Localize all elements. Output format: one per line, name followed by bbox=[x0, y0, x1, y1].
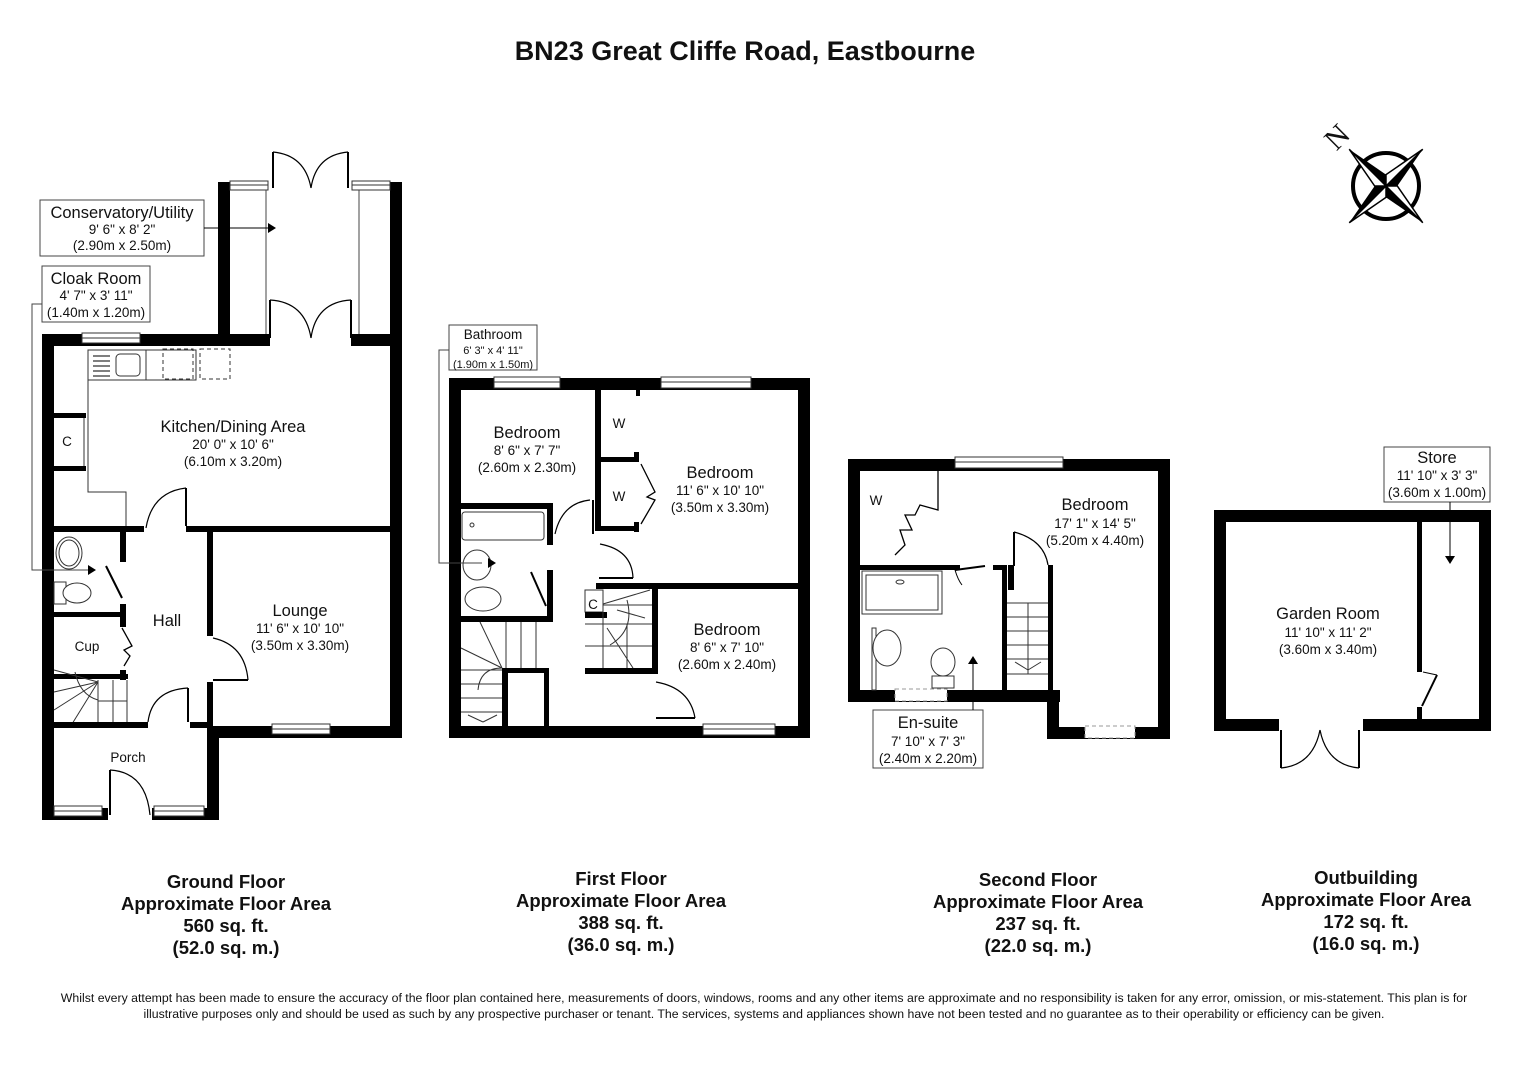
svg-text:Bedroom: Bedroom bbox=[1062, 496, 1129, 514]
floor-name: Ground Floor bbox=[166, 871, 286, 892]
outbuilding-summary: Outbuilding Approximate Floor Area 172 s… bbox=[1236, 867, 1496, 955]
svg-text:6' 3" x 4' 11": 6' 3" x 4' 11" bbox=[463, 345, 523, 357]
svg-text:Bedroom: Bedroom bbox=[494, 424, 561, 442]
svg-text:(2.60m x 2.30m): (2.60m x 2.30m) bbox=[478, 460, 576, 475]
svg-text:(3.60m x 1.00m): (3.60m x 1.00m) bbox=[1388, 485, 1486, 500]
area-sqft: 560 sq. ft. bbox=[183, 915, 269, 936]
second-floor-labels: Bedroom 17' 1" x 14' 5" (5.20m x 4.40m) … bbox=[870, 493, 1145, 766]
area-sqft: 237 sq. ft. bbox=[995, 913, 1081, 934]
area-label: Approximate Floor Area bbox=[120, 893, 332, 914]
second-floor-summary: Second Floor Approximate Floor Area 237 … bbox=[908, 869, 1168, 957]
area-sqm: (16.0 sq. m.) bbox=[1312, 933, 1420, 954]
first-floor-plan bbox=[438, 324, 810, 738]
svg-text:11' 6" x 10' 10": 11' 6" x 10' 10" bbox=[256, 621, 344, 636]
svg-text:11' 6" x 10' 10": 11' 6" x 10' 10" bbox=[676, 483, 764, 498]
first-floor-labels: Bathroom 6' 3" x 4' 11" (1.90m x 1.50m) … bbox=[453, 327, 776, 672]
svg-text:(2.60m x 2.40m): (2.60m x 2.40m) bbox=[678, 657, 776, 672]
first-floor-summary: First Floor Approximate Floor Area 388 s… bbox=[491, 868, 751, 956]
second-floor-plan bbox=[848, 456, 1170, 769]
area-label: Approximate Floor Area bbox=[515, 890, 727, 911]
ground-floor-plan bbox=[31, 151, 402, 820]
svg-text:17' 1" x 14' 5": 17' 1" x 14' 5" bbox=[1054, 516, 1136, 531]
svg-text:C: C bbox=[62, 434, 72, 449]
area-label: Approximate Floor Area bbox=[1260, 889, 1472, 910]
svg-text:Cup: Cup bbox=[75, 639, 100, 654]
svg-text:(6.10m x 3.20m): (6.10m x 3.20m) bbox=[184, 454, 282, 469]
svg-text:(2.40m x 2.20m): (2.40m x 2.20m) bbox=[879, 751, 977, 766]
ground-floor-labels: Conservatory/Utility 9' 6" x 8' 2" (2.90… bbox=[47, 204, 349, 765]
floor-name: First Floor bbox=[575, 868, 667, 889]
svg-text:(3.50m x 3.30m): (3.50m x 3.30m) bbox=[251, 638, 349, 653]
area-sqm: (36.0 sq. m.) bbox=[567, 934, 675, 955]
disclaimer: Whilst every attempt has been made to en… bbox=[20, 990, 1508, 1022]
svg-text:(1.90m x 1.50m): (1.90m x 1.50m) bbox=[453, 359, 533, 371]
svg-text:Bedroom: Bedroom bbox=[694, 621, 761, 639]
svg-text:Bathroom: Bathroom bbox=[464, 327, 523, 342]
svg-text:Bedroom: Bedroom bbox=[687, 464, 754, 482]
disclaimer-line-2: illustrative purposes only and should be… bbox=[143, 1007, 1385, 1021]
svg-text:Cloak Room: Cloak Room bbox=[51, 270, 142, 288]
svg-text:11' 10" x 3' 3": 11' 10" x 3' 3" bbox=[1397, 468, 1478, 483]
floor-name: Outbuilding bbox=[1314, 867, 1418, 888]
disclaimer-line-1: Whilst every attempt has been made to en… bbox=[60, 991, 1468, 1005]
svg-text:W: W bbox=[613, 489, 626, 504]
compass-rose-icon: N bbox=[1318, 118, 1424, 224]
area-sqft: 388 sq. ft. bbox=[578, 912, 664, 933]
svg-text:W: W bbox=[613, 416, 626, 431]
outbuilding-plan bbox=[1214, 446, 1491, 769]
area-sqm: (52.0 sq. m.) bbox=[172, 937, 280, 958]
svg-text:Porch: Porch bbox=[110, 750, 145, 765]
svg-text:9' 6" x 8' 2": 9' 6" x 8' 2" bbox=[89, 222, 156, 237]
svg-text:En-suite: En-suite bbox=[898, 714, 959, 732]
svg-text:Garden Room: Garden Room bbox=[1276, 605, 1380, 623]
svg-text:(3.50m x 3.30m): (3.50m x 3.30m) bbox=[671, 500, 769, 515]
svg-text:(1.40m x 1.20m): (1.40m x 1.20m) bbox=[47, 305, 145, 320]
svg-text:(3.60m x 3.40m): (3.60m x 3.40m) bbox=[1279, 642, 1377, 657]
svg-text:W: W bbox=[870, 493, 883, 508]
svg-text:4' 7" x 3' 11": 4' 7" x 3' 11" bbox=[59, 288, 132, 303]
floor-name: Second Floor bbox=[978, 869, 1098, 890]
svg-text:Hall: Hall bbox=[153, 612, 181, 630]
page-title: BN23 Great Cliffe Road, Eastbourne bbox=[514, 36, 976, 66]
svg-text:7' 10" x 7' 3": 7' 10" x 7' 3" bbox=[891, 734, 965, 749]
svg-text:8' 6" x 7' 7": 8' 6" x 7' 7" bbox=[494, 443, 561, 458]
area-label: Approximate Floor Area bbox=[932, 891, 1144, 912]
svg-text:(2.90m x 2.50m): (2.90m x 2.50m) bbox=[73, 238, 171, 253]
area-sqft: 172 sq. ft. bbox=[1323, 911, 1409, 932]
svg-text:Kitchen/Dining Area: Kitchen/Dining Area bbox=[161, 418, 307, 436]
room-name: Conservatory/Utility bbox=[50, 204, 194, 222]
svg-text:8' 6" x 7' 10": 8' 6" x 7' 10" bbox=[690, 640, 764, 655]
svg-text:20' 0" x 10' 6": 20' 0" x 10' 6" bbox=[192, 437, 274, 452]
svg-text:C: C bbox=[588, 597, 598, 612]
svg-text:Lounge: Lounge bbox=[272, 602, 327, 620]
area-sqm: (22.0 sq. m.) bbox=[984, 935, 1092, 956]
svg-text:(5.20m x 4.40m): (5.20m x 4.40m) bbox=[1046, 533, 1144, 548]
svg-text:11' 10" x 11' 2": 11' 10" x 11' 2" bbox=[1284, 625, 1371, 640]
ground-floor-summary: Ground Floor Approximate Floor Area 560 … bbox=[96, 871, 356, 959]
svg-text:Store: Store bbox=[1417, 449, 1456, 467]
outbuilding-labels: Store 11' 10" x 3' 3" (3.60m x 1.00m) Ga… bbox=[1276, 449, 1486, 657]
